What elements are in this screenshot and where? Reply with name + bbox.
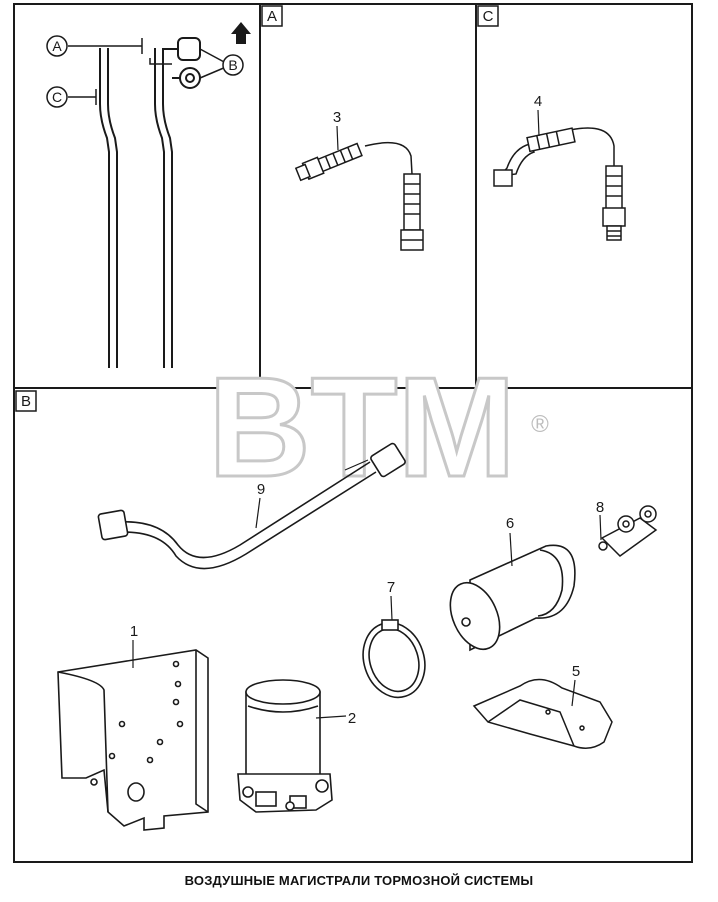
leader-5 bbox=[571, 679, 576, 707]
hose-assembly-4 bbox=[493, 127, 626, 241]
callout-c: C bbox=[52, 89, 62, 105]
part-number-4: 4 bbox=[534, 93, 542, 110]
panel-tag-a: A bbox=[267, 8, 277, 25]
part-number-9: 9 bbox=[257, 481, 265, 498]
direction-arrow bbox=[231, 22, 251, 44]
watermark-text: BTM bbox=[208, 348, 516, 507]
overview-component-b1 bbox=[177, 37, 201, 61]
overview-component-b2 bbox=[179, 67, 201, 89]
bracket-5 bbox=[472, 678, 613, 749]
part-number-2: 2 bbox=[348, 710, 356, 727]
callout-a: A bbox=[52, 38, 62, 54]
frame-rail-left bbox=[99, 48, 110, 368]
diagram-caption: ВОЗДУШНЫЕ МАГИСТРАЛИ ТОРМОЗНОЙ СИСТЕМЫ bbox=[184, 873, 534, 888]
leader-2 bbox=[315, 715, 347, 719]
panel-overview bbox=[46, 22, 251, 368]
leader-4 bbox=[537, 109, 540, 137]
leader-9 bbox=[255, 497, 261, 529]
part-number-7: 7 bbox=[387, 579, 395, 596]
leader-8 bbox=[599, 514, 602, 541]
callout-b: B bbox=[228, 57, 237, 73]
watermark-registered-mark: ® bbox=[531, 411, 549, 438]
leader-3 bbox=[336, 125, 339, 151]
panel-detail-c: C 4 bbox=[477, 5, 626, 241]
panel-tag-box bbox=[261, 5, 283, 27]
hose-assembly-3 bbox=[294, 141, 424, 251]
clamp-7 bbox=[362, 619, 426, 699]
part-number-3: 3 bbox=[333, 109, 341, 126]
panel-frames bbox=[13, 3, 693, 863]
leader-7 bbox=[390, 595, 393, 621]
panel-tag-c: C bbox=[483, 8, 494, 25]
frame-rail-right bbox=[154, 48, 165, 368]
panel-detail-a: A 3 bbox=[261, 5, 424, 251]
overview-callouts: A C B bbox=[52, 38, 238, 105]
air-tank-6 bbox=[449, 544, 576, 652]
part-number-5: 5 bbox=[572, 663, 580, 680]
mounting-plate-1 bbox=[57, 649, 209, 831]
air-pipe-9 bbox=[97, 442, 406, 570]
part-number-8: 8 bbox=[596, 499, 604, 516]
panel-detail-b: B 9 6 bbox=[15, 390, 658, 831]
part-number-1: 1 bbox=[130, 623, 138, 640]
part-number-6: 6 bbox=[506, 515, 514, 532]
air-dryer-2 bbox=[237, 679, 333, 813]
panel-tag-b: B bbox=[21, 393, 31, 410]
connector-8 bbox=[598, 505, 658, 557]
leader-6 bbox=[509, 532, 513, 567]
